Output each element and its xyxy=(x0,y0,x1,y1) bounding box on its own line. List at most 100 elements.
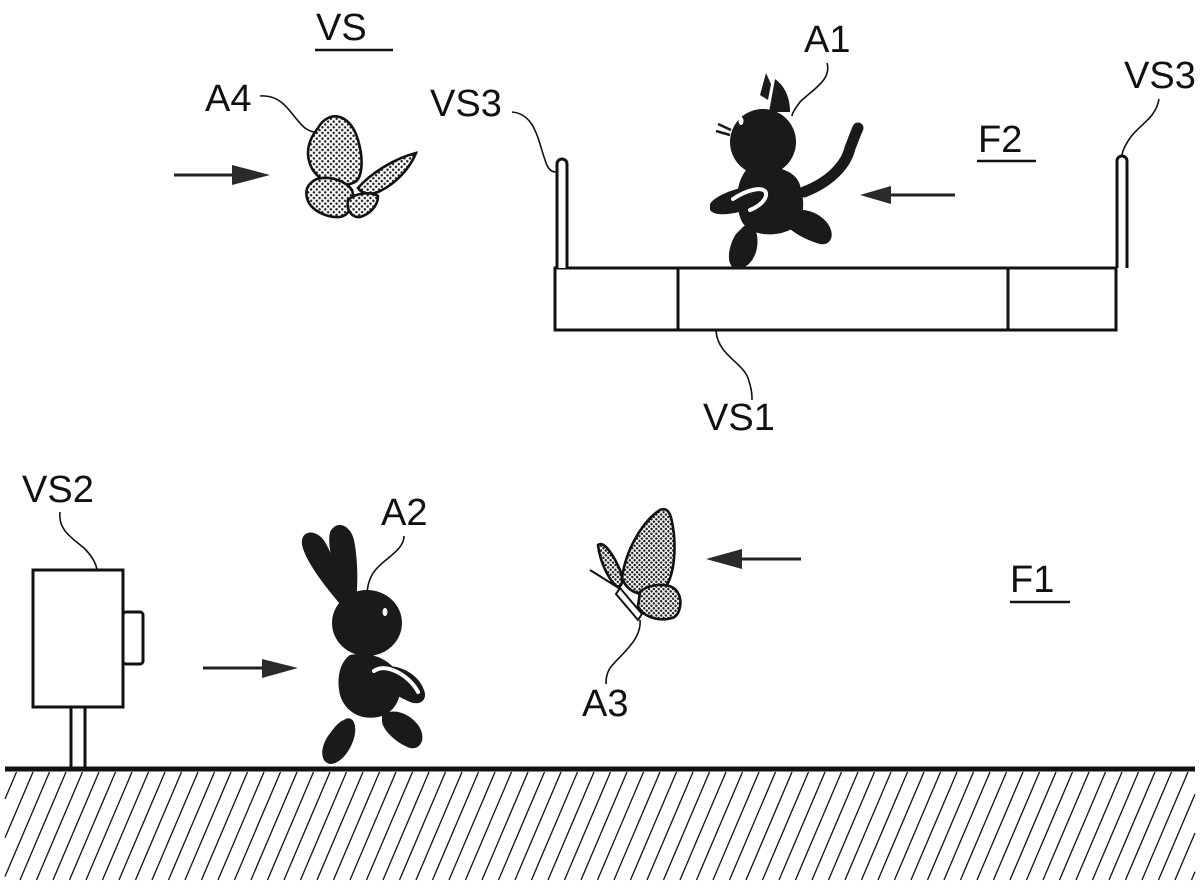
butterfly-a4: A4 xyxy=(205,78,419,219)
hatch-line xyxy=(827,771,876,881)
hatch-line xyxy=(151,771,199,881)
stage-vs1: VS1 xyxy=(553,266,1118,439)
ground xyxy=(4,766,1196,881)
cat-whisker-2 xyxy=(715,129,731,137)
field-f1-group: F1 xyxy=(1010,559,1070,604)
hatch-line xyxy=(629,771,678,881)
label-a1: A1 xyxy=(804,19,850,61)
hatch-line xyxy=(877,771,925,881)
hatch-line xyxy=(712,771,760,881)
rabbit-ear-front xyxy=(329,525,358,600)
cat-whisker-1 xyxy=(717,122,732,132)
hatch-line xyxy=(250,771,298,881)
hatch-line xyxy=(926,771,975,881)
hatch-line xyxy=(299,771,348,881)
rabbit-eye xyxy=(382,608,388,616)
post-left-vs3: VS3 xyxy=(430,83,569,268)
label-vs3-left: VS3 xyxy=(430,83,502,125)
label-f2: F2 xyxy=(978,119,1022,161)
hatch-line xyxy=(613,771,661,881)
camera-lens xyxy=(121,610,145,666)
hatch-line xyxy=(893,771,942,881)
post-left xyxy=(555,157,569,268)
hatch-line xyxy=(943,771,991,881)
label-a2: A2 xyxy=(381,492,427,534)
label-a3: A3 xyxy=(582,683,628,725)
hatch-line xyxy=(4,771,34,838)
hatch-line xyxy=(860,771,909,881)
hatch-line xyxy=(811,771,859,881)
cat-ear-back xyxy=(760,73,771,100)
hatch-line xyxy=(283,771,331,881)
hatch-line xyxy=(794,771,843,881)
leader-vs3-right xyxy=(1121,98,1160,157)
hatch-line xyxy=(365,771,414,881)
hatch-line xyxy=(35,771,84,881)
hatch-line xyxy=(316,771,364,881)
hatch-line xyxy=(992,771,1041,881)
hatch-line xyxy=(332,771,381,881)
hatch-line xyxy=(448,771,496,881)
camera-vs2: VS2 xyxy=(22,469,145,768)
hatch-line xyxy=(497,771,546,881)
hatch-line xyxy=(514,771,562,881)
hatch-line xyxy=(1141,771,1189,881)
hatch-line xyxy=(4,771,51,877)
a3-forewing xyxy=(620,507,676,596)
label-vs1: VS1 xyxy=(703,397,775,439)
hatch-line xyxy=(464,771,513,881)
hatch-line xyxy=(1075,771,1123,881)
post-right-vs3: VS3 xyxy=(1115,55,1196,268)
leader-a3 xyxy=(605,619,641,685)
hatch-line xyxy=(200,771,249,881)
hatch-line xyxy=(1190,871,1196,881)
cat-arm-outline xyxy=(731,187,769,212)
hatch-line xyxy=(1091,771,1140,881)
hatch-line xyxy=(596,771,645,881)
hatch-line xyxy=(101,771,150,881)
cat-back-leg xyxy=(784,209,832,245)
cat-a1: A1 xyxy=(710,19,864,269)
a4-far-forewing xyxy=(356,151,419,195)
hatch-line xyxy=(4,771,18,800)
hatch-line xyxy=(1157,794,1196,881)
hatch-line xyxy=(1025,771,1074,881)
hatch-line xyxy=(431,771,480,881)
label-f1: F1 xyxy=(1010,559,1054,601)
rabbit-ear-back xyxy=(301,532,348,604)
hatch-line xyxy=(761,771,810,881)
label-vs3-right: VS3 xyxy=(1124,55,1196,97)
hatch-line xyxy=(167,771,216,881)
hatch-line xyxy=(1108,771,1156,881)
hatch-line xyxy=(118,771,166,881)
hatch-line xyxy=(745,771,793,881)
hatch-line xyxy=(266,771,315,881)
a4-forewing xyxy=(306,115,363,187)
arrow-a1 xyxy=(860,186,955,204)
rabbit-arm-outline xyxy=(372,666,420,694)
rabbit-arm xyxy=(378,666,426,704)
hatch-line xyxy=(1058,771,1107,881)
hatch-line xyxy=(1124,771,1173,881)
a3-hindwing xyxy=(636,583,682,621)
title-label-group: VS xyxy=(315,7,393,52)
hatch-line xyxy=(728,771,777,881)
hatch-line xyxy=(662,771,711,881)
hatch-line xyxy=(415,771,463,881)
hatch-line xyxy=(68,771,117,881)
hatch-line xyxy=(398,771,447,881)
hatch-line xyxy=(1042,771,1090,881)
leader-vs3-left xyxy=(511,111,557,173)
ground-hatching xyxy=(4,771,1196,881)
label-a4: A4 xyxy=(205,78,251,120)
hatch-line xyxy=(52,771,100,881)
hatch-line xyxy=(563,771,612,881)
hatch-line xyxy=(959,771,1008,881)
hatch-line xyxy=(778,771,826,881)
arrow-a3 xyxy=(706,549,801,569)
title-label: VS xyxy=(316,7,367,49)
hatch-line xyxy=(695,771,744,881)
hatch-line xyxy=(646,771,694,881)
cat-ear-front xyxy=(769,79,790,112)
